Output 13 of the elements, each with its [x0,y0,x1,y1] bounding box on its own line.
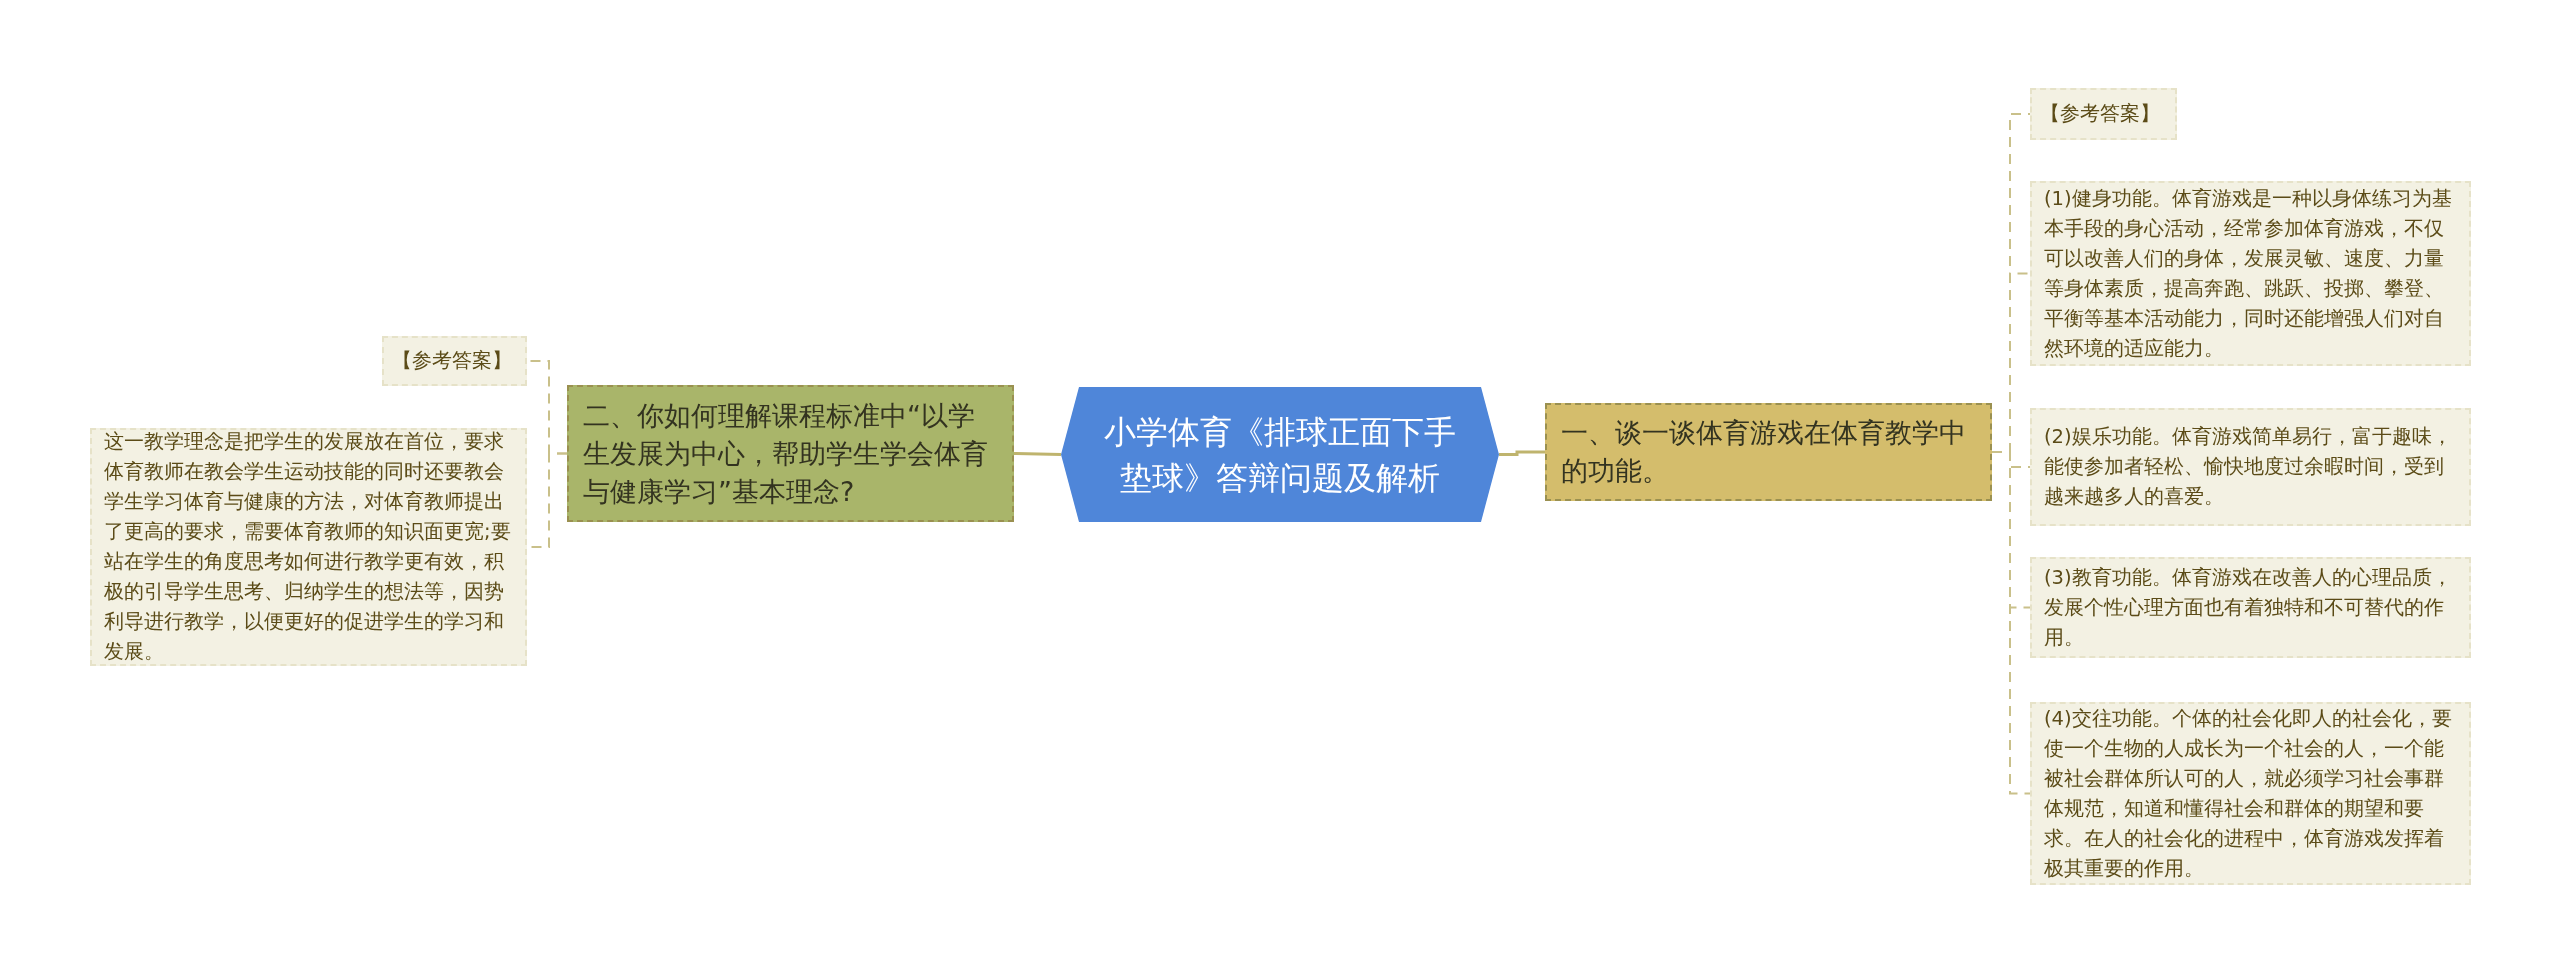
branch-box: 二、你如何理解课程标准中“以学生发展为中心，帮助学生学会体育与健康学习”基本理念? [567,385,1014,522]
connector-line [1991,451,2031,795]
answer-box: 【参考答案】 [382,336,527,386]
topic-hexagon: 小学体育《排球正面下手垫球》答辩问题及解析 [1061,387,1499,522]
answer-box: 这一教学理念是把学生的发展放在首位，要求体育教师在教会学生运动技能的同时还要教会学生学习体育与健康的方法，对体育教师提出了更高的要求，需要体育教师的知识面更宽;要站在学生的角度思考如何进行教学更有效，积极的引导学生思考、归纳学生的想法等，因势利导进行教学，以便更好的促进学生的学习和发展。 [90,428,527,666]
answer-box: (4)交往功能。个体的社会化即人的社会化，要使一个生物的人成长为一个社会的人，一个能被社会群体所认可的人，就必须学习社会事群体规范，知道和懂得社会和群体的期望和要求。在人的社会化的进程中，体育游戏发挥着极其重要的作用。 [2030,702,2471,885]
answer-box: (2)娱乐功能。体育游戏简单易行，富于趣味，能使参加者轻松、愉快地度过余暇时间，受到越来越多人的喜爱。 [2030,408,2471,526]
connector-line [1013,452,1062,456]
answer-box: (3)教育功能。体育游戏在改善人的心理品质，发展个性心理方面也有着独特和不可替代的作用。 [2030,557,2471,658]
answer-box: (1)健身功能。体育游戏是一种以身体练习为基本手段的身心活动，经常参加体育游戏，不仅可以改善人们的身体，发展灵敏、速度、力量等身体素质，提高奔跑、跳跃、投掷、攀登、平衡等基本活动能力，同时还能增强人们对自然环境的适应能力。 [2030,181,2471,366]
answer-box: 【参考答案】 [2030,88,2177,140]
branch-box: 一、谈一谈体育游戏在体育教学中的功能。 [1545,403,1992,501]
connector-line [1499,450,1545,456]
